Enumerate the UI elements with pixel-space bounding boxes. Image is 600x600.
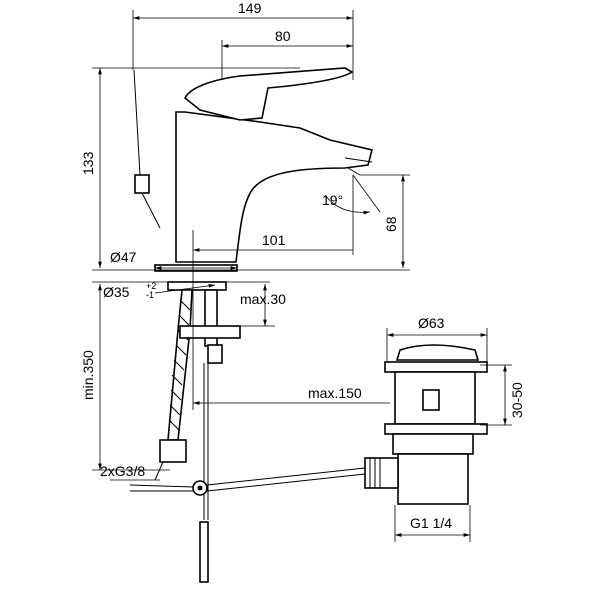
dim-spout-angle: 19° [322,192,343,208]
dim-base-diameter: Ø47 [110,249,137,265]
dim-hole-tol-minus: -1 [146,290,154,300]
dim-spout-reach: 101 [262,232,286,248]
fixing-nut [179,325,241,339]
faucet-body [154,67,373,291]
mounting-plate [167,281,227,291]
dim-spout-height: 68 [383,216,399,232]
hoses [129,289,366,583]
dim-drain-thread: G1 1/4 [410,515,452,531]
dim-total-height: 133 [80,151,96,175]
dim-drain-range: 30-50 [509,382,525,418]
dim-drain-diameter: Ø63 [418,315,445,331]
hose-nut [159,439,187,463]
dim-hole-diameter: Ø35 [103,284,130,300]
dim-handle-length: 80 [275,28,291,44]
dim-max-rod: max.150 [308,385,362,401]
popup-rod [133,69,161,229]
drain-waste [364,344,488,505]
dim-max-thickness: max.30 [240,291,286,307]
dimension-lines [92,10,512,542]
dim-hose-thread: 2xG3/8 [100,463,145,479]
dim-min-hose: min.350 [80,350,96,400]
lever-handle [183,67,354,121]
drain-plug [395,344,480,361]
dim-hole-tol-plus: +2 [146,281,156,291]
dim-total-length: 149 [238,0,262,16]
